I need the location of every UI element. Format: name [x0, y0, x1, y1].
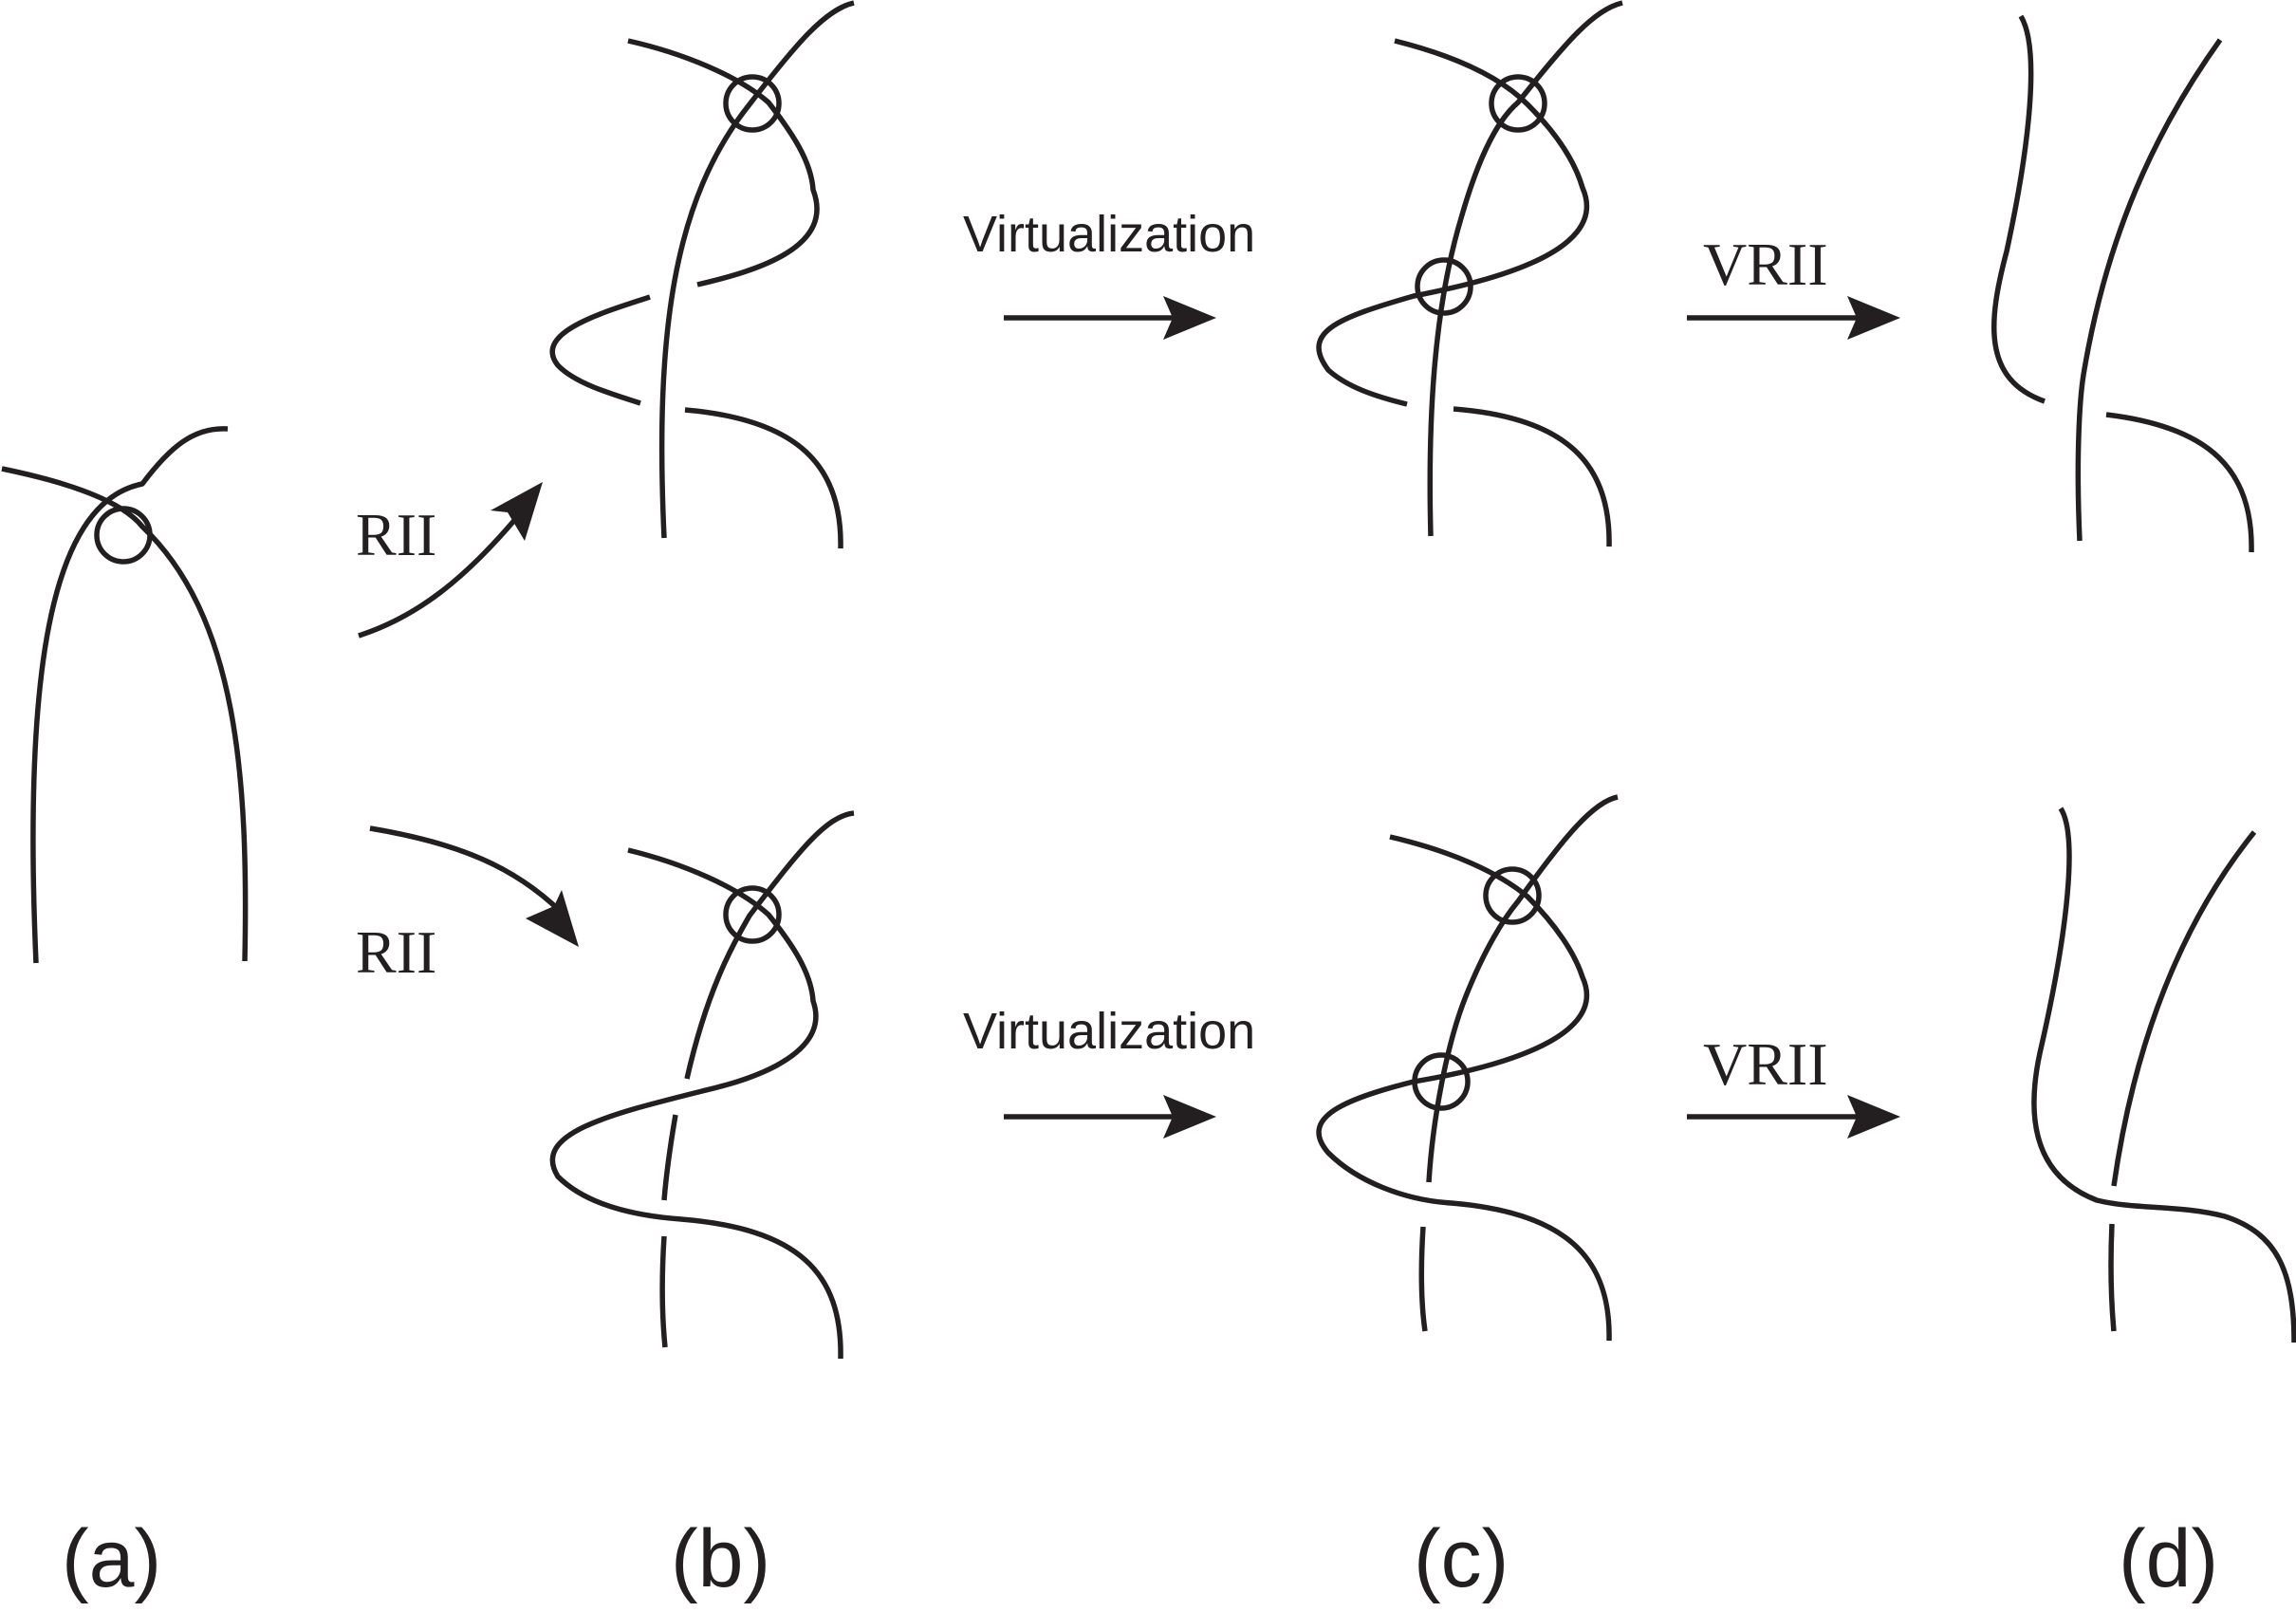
vrii-arrow-top: VRII [1687, 231, 1900, 340]
panel-c-top-virtual-crossing-upper-icon [1489, 74, 1547, 133]
rii-arrow-top: RII [356, 482, 543, 639]
virtualization-label-top: Virtualization [963, 206, 1255, 263]
panel-b-label: (b) [671, 1513, 770, 1604]
panel-c-bottom-virtual-crossing-lower-icon [1412, 1052, 1471, 1111]
panel-b-bottom-knot-diagram [549, 810, 855, 1360]
rii-arrow-bottom: RII [356, 825, 579, 986]
panel-d-top-strand-left [1990, 14, 2046, 404]
panel-b-bottom-strand-vertical-low [659, 1235, 668, 1348]
panel-b-bottom-strand-upper [549, 847, 843, 1360]
panel-b-top-strand-loop [549, 294, 651, 406]
panel-b-top-virtual-crossing-icon [723, 74, 782, 133]
virtualization-arrow-bottom: Virtualization [963, 1003, 1255, 1139]
panel-a-label: (a) [62, 1513, 161, 1604]
panel-a-strand-left [30, 426, 229, 964]
panel-c-bottom-virtual-crossing-upper-icon [1483, 866, 1542, 925]
vrii-label-bottom: VRII [1703, 1030, 1828, 1098]
panel-b-top-knot-diagram [549, 0, 855, 549]
panel-c-label: (c) [1414, 1513, 1509, 1604]
arrowhead-icon [1163, 296, 1216, 340]
vrii-arrow-bottom: VRII [1687, 1030, 1900, 1139]
panel-b-top-strand-lower [684, 407, 843, 549]
panel-d-bottom-strand-left [2031, 806, 2296, 1343]
panel-a-virtual-crossing-icon [94, 506, 153, 565]
panel-c-bottom-knot-diagram [1316, 794, 1619, 1342]
arrowhead-icon [526, 890, 579, 947]
panel-a-knot-diagram [1, 426, 249, 964]
panel-d-bottom-strand-lower [2108, 1223, 2117, 1332]
panel-b-bottom-strand-vertical-top [684, 810, 855, 1080]
panel-d-top-knot-diagram [1990, 14, 2254, 553]
panel-b-bottom-strand-vertical-mid [661, 1114, 678, 1201]
panel-d-bottom-strand-right [2111, 830, 2257, 1187]
panel-d-top-strand-lower [2105, 412, 2254, 553]
virtualization-arrow-top: Virtualization [963, 206, 1255, 340]
panel-c-top-strand-upper [1316, 38, 1590, 407]
vrii-label-top: VRII [1703, 231, 1828, 298]
panel-d-label: (d) [2119, 1513, 2218, 1604]
arrowhead-icon [1847, 296, 1900, 340]
panel-c-bottom-strand-vertical [1426, 794, 1619, 1183]
panel-b-bottom-virtual-crossing-icon [723, 885, 782, 944]
panel-b-top-strand-upper [627, 38, 820, 287]
panel-d-top-strand-right [2075, 38, 2223, 542]
rii-label-bottom: RII [356, 918, 436, 986]
virtualization-label-bottom: Virtualization [963, 1003, 1255, 1060]
panel-c-top-strand-lower [1453, 406, 1612, 547]
arrowhead-icon [1847, 1095, 1900, 1139]
panel-c-top-virtual-crossing-lower-icon [1415, 257, 1473, 316]
arrowhead-icon [491, 482, 543, 541]
panel-c-top-strand-vertical [1427, 0, 1623, 537]
panel-c-bottom-strand-upper [1316, 834, 1612, 1342]
panel-a-strand-right [1, 466, 249, 962]
arrowhead-icon [1163, 1095, 1216, 1139]
panel-c-bottom-strand-vertical-low [1418, 1226, 1428, 1332]
panel-c-top-knot-diagram [1316, 0, 1623, 547]
rii-label-top: RII [356, 501, 436, 568]
panel-d-bottom-knot-diagram [2031, 806, 2296, 1343]
panel-b-top-strand-vertical [658, 0, 855, 539]
